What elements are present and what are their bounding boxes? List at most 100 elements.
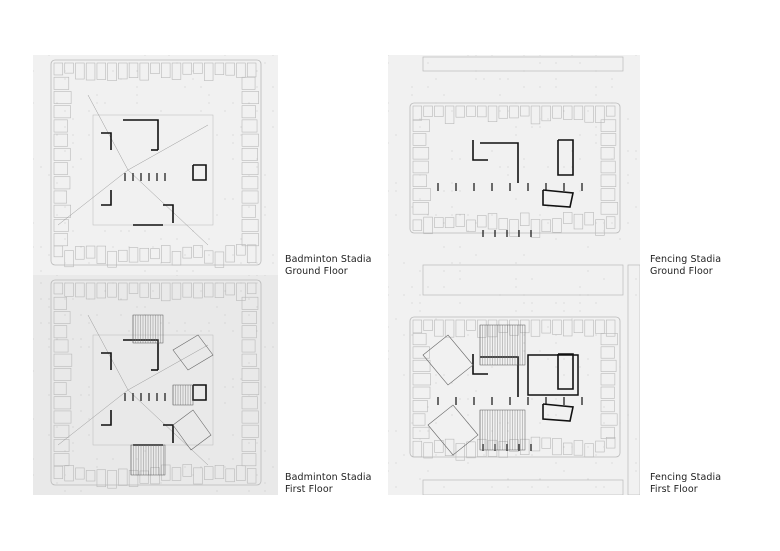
grid-dot <box>595 126 597 128</box>
grid-dot <box>56 338 58 340</box>
grid-dot <box>224 466 226 468</box>
stadium-wall <box>163 204 174 223</box>
grid-dot <box>523 55 525 56</box>
grid-dot <box>96 102 98 104</box>
grid-dot <box>184 86 186 88</box>
grid-dot <box>603 486 605 488</box>
room <box>498 105 508 119</box>
grid-dot <box>152 246 154 248</box>
room <box>455 443 465 461</box>
grid-dot <box>395 190 397 192</box>
grid-dot <box>547 326 549 328</box>
grid-dot <box>388 462 389 464</box>
room <box>600 174 617 187</box>
grid-dot <box>248 490 250 492</box>
grid-dot <box>388 350 389 352</box>
room <box>600 359 617 372</box>
room <box>241 325 257 339</box>
grid-dot <box>152 290 154 292</box>
grid-dot <box>475 390 477 392</box>
grid-dot <box>395 462 397 464</box>
grid-dot <box>451 110 453 112</box>
grid-dot <box>595 94 597 96</box>
grid-dot <box>208 94 210 96</box>
grid-dot <box>563 110 565 112</box>
room <box>241 424 259 438</box>
room <box>75 467 85 480</box>
grid-dot <box>491 55 493 56</box>
room <box>204 282 214 298</box>
grid-dot <box>547 414 549 416</box>
grid-dot <box>264 490 266 492</box>
grid-dot <box>64 238 66 240</box>
room <box>85 245 96 259</box>
room <box>241 439 256 452</box>
grid-dot <box>587 374 589 376</box>
grid-dot <box>224 55 226 56</box>
room <box>584 105 594 123</box>
room <box>412 147 430 160</box>
grid-dot <box>491 486 493 488</box>
grid-dot <box>547 358 549 360</box>
grid-dot <box>208 458 210 460</box>
grid-dot <box>80 346 82 348</box>
badminton-ground-floor-plan <box>33 55 278 275</box>
grid-dot <box>555 414 557 416</box>
grid-dot <box>451 262 453 264</box>
grid-dot <box>419 118 421 120</box>
room <box>563 105 573 120</box>
grid-dot <box>64 222 66 224</box>
room <box>85 62 96 81</box>
grid-dot <box>499 110 501 112</box>
seating-block <box>479 324 526 366</box>
room <box>600 202 619 215</box>
grid-dot <box>547 118 549 120</box>
grid-dot <box>128 330 130 332</box>
room <box>509 105 519 119</box>
room <box>509 439 519 452</box>
grid-dot <box>427 406 429 408</box>
grid-dot <box>539 86 541 88</box>
room <box>64 282 74 297</box>
grid-dot <box>232 386 234 388</box>
stadium-wall <box>101 190 112 206</box>
room <box>477 438 487 457</box>
grid-dot <box>72 134 74 136</box>
grid-dot <box>411 286 413 288</box>
grid-dot <box>491 350 493 352</box>
grid-dot <box>579 134 581 136</box>
grid-dot <box>403 294 405 296</box>
room <box>171 467 182 481</box>
room <box>96 282 106 299</box>
grid-dot <box>443 486 445 488</box>
grid-dot <box>232 458 234 460</box>
room <box>541 219 551 232</box>
grid-dot <box>88 322 90 324</box>
grid-dot <box>200 86 202 88</box>
grid-dot <box>96 94 98 96</box>
grid-dot <box>56 182 58 184</box>
grid-dot <box>587 246 589 248</box>
city-block <box>409 102 621 234</box>
room <box>520 105 530 117</box>
grid-dot <box>579 158 581 160</box>
grid-dot <box>587 270 589 272</box>
grid-dot <box>216 306 218 308</box>
grid-dot <box>48 254 50 256</box>
city-block <box>409 316 621 458</box>
room <box>53 282 64 295</box>
axis-line <box>127 344 209 391</box>
grid-dot <box>475 55 477 56</box>
grid-dot <box>555 342 557 344</box>
grid-dot <box>579 190 581 192</box>
grid-dot <box>451 214 453 216</box>
grid-dot <box>395 486 397 488</box>
grid-dot <box>467 398 469 400</box>
grid-dot <box>264 450 266 452</box>
room <box>246 62 257 78</box>
grid-dot <box>523 158 525 160</box>
grid-dot <box>395 214 397 216</box>
grid-dot <box>388 254 389 256</box>
fencing-hall <box>527 354 579 396</box>
stadium-wall <box>101 132 112 150</box>
